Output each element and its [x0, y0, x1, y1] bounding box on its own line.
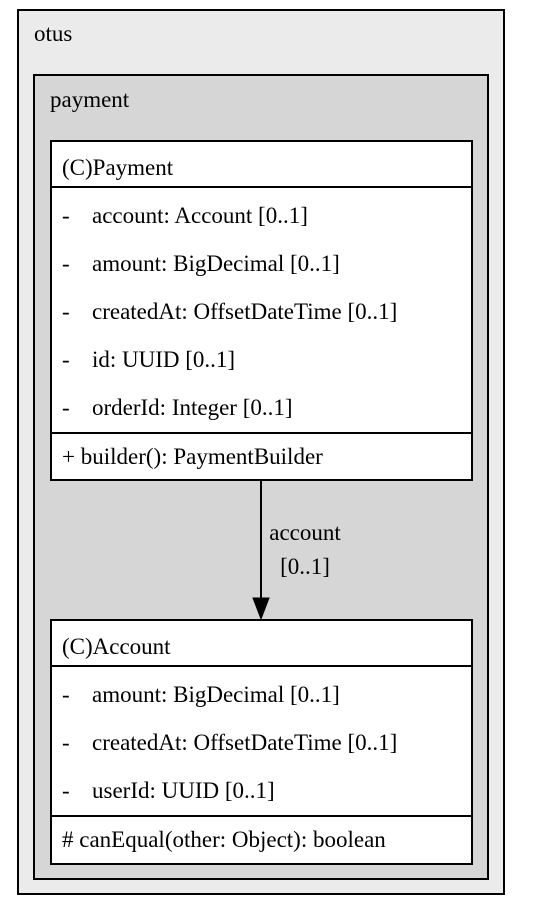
attribute-text: userId: UUID [0..1]: [92, 778, 275, 803]
class-payment: (C)Payment - account: Account [0..1] - a…: [50, 140, 473, 481]
visibility-marker: -: [62, 347, 70, 372]
class-payment-title: (C)Payment: [52, 142, 471, 188]
visibility-marker: -: [62, 251, 70, 276]
visibility-marker: -: [62, 203, 70, 228]
edge-label-multiplicity: [0..1]: [280, 554, 330, 579]
class-account-title: (C)Account: [52, 621, 471, 667]
visibility-marker: -: [62, 395, 70, 420]
class-account-attributes: - amount: BigDecimal [0..1] - createdAt:…: [52, 667, 471, 817]
attribute-text: id: UUID [0..1]: [92, 347, 236, 372]
attribute-row: - id: UUID [0..1]: [52, 336, 471, 384]
attribute-row: - amount: BigDecimal [0..1]: [52, 671, 471, 719]
arrowhead-icon: [252, 597, 270, 621]
class-payment-methods: + builder(): PaymentBuilder: [52, 434, 471, 480]
attribute-text: orderId: Integer [0..1]: [92, 395, 293, 420]
attribute-text: createdAt: OffsetDateTime [0..1]: [92, 299, 398, 324]
attribute-text: amount: BigDecimal [0..1]: [92, 251, 340, 276]
edge-label-role: account: [269, 520, 341, 545]
visibility-marker: -: [62, 778, 70, 803]
method-row: + builder(): PaymentBuilder: [62, 444, 323, 469]
visibility-marker: -: [62, 299, 70, 324]
attribute-row: - account: Account [0..1]: [52, 192, 471, 240]
method-row: # canEqual(other: Object): boolean: [62, 827, 386, 852]
visibility-marker: -: [62, 682, 70, 707]
class-payment-attributes: - account: Account [0..1] - amount: BigD…: [52, 188, 471, 434]
attribute-text: createdAt: OffsetDateTime [0..1]: [92, 730, 398, 755]
attribute-row: - amount: BigDecimal [0..1]: [52, 240, 471, 288]
class-account-methods: # canEqual(other: Object): boolean: [52, 817, 471, 863]
package-payment-label: payment: [50, 87, 130, 112]
attribute-row: - userId: UUID [0..1]: [52, 767, 471, 815]
attribute-row: - createdAt: OffsetDateTime [0..1]: [52, 719, 471, 767]
attribute-text: account: Account [0..1]: [92, 203, 308, 228]
visibility-marker: -: [62, 730, 70, 755]
package-otus-label: otus: [34, 21, 73, 46]
attribute-row: - createdAt: OffsetDateTime [0..1]: [52, 288, 471, 336]
class-account: (C)Account - amount: BigDecimal [0..1] -…: [50, 619, 473, 865]
attribute-text: amount: BigDecimal [0..1]: [92, 682, 340, 707]
attribute-row: - orderId: Integer [0..1]: [52, 384, 471, 432]
